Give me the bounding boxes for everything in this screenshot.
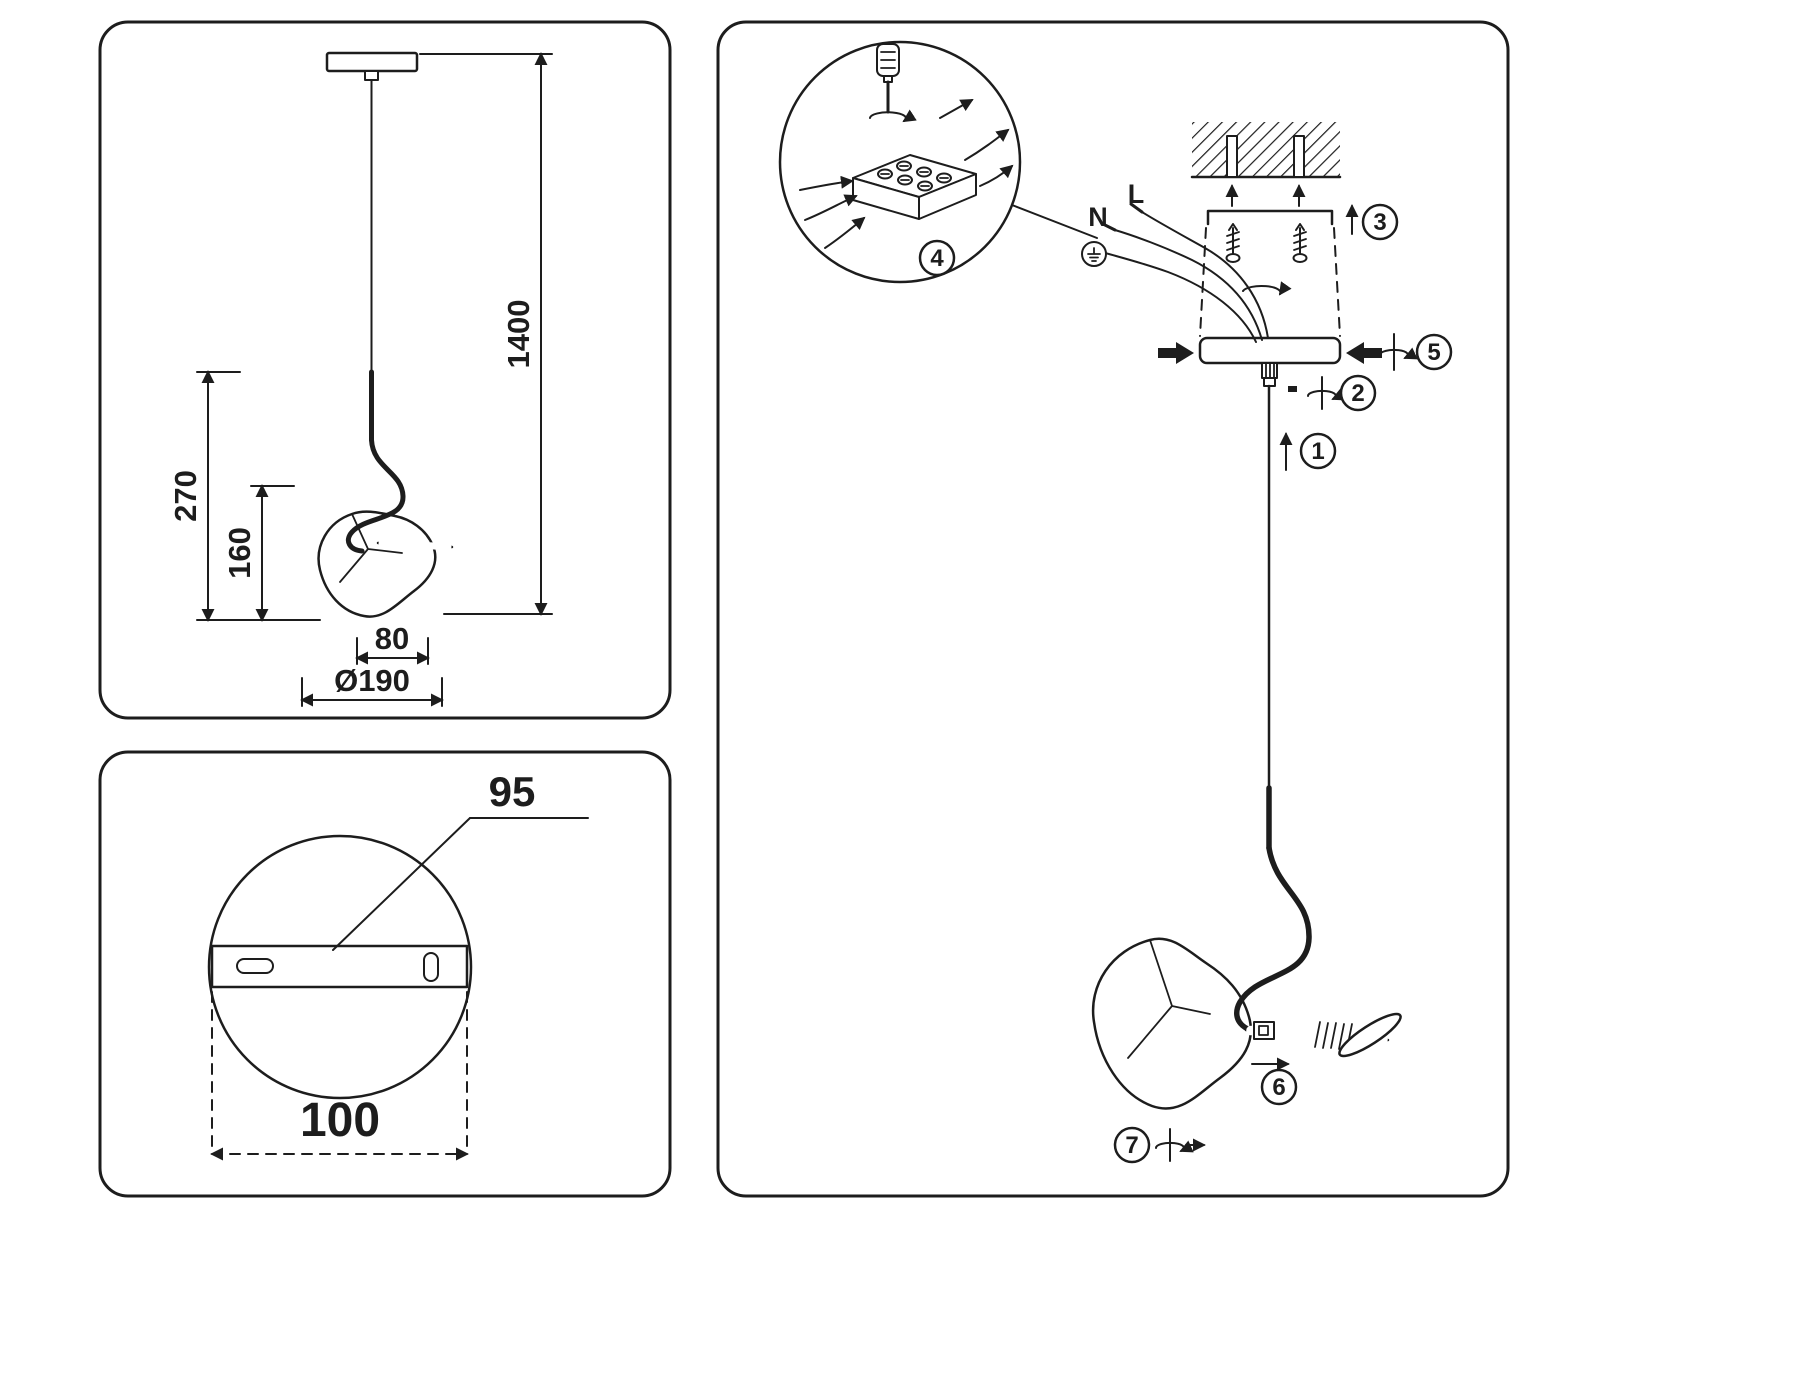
ground-icon — [1081, 241, 1107, 267]
wiring-detail-callout: 4 — [778, 40, 1098, 284]
step-4-number: 4 — [930, 245, 944, 272]
wall-plug-right — [1293, 135, 1305, 178]
panel-border — [716, 20, 1510, 1198]
mount-bracket — [1206, 209, 1334, 263]
screw-left — [1225, 223, 1241, 263]
terminal-wires — [799, 99, 1014, 249]
step-3-marker: 3 — [1345, 203, 1399, 241]
dim-shade-diameter-label: Ø190 — [334, 663, 410, 698]
dimension-1400: 1400 — [419, 52, 553, 616]
step-3-number: 3 — [1373, 209, 1386, 236]
slot-vertical — [423, 952, 439, 982]
canopy-stem — [364, 70, 379, 81]
rotation-arrow-icon — [1379, 347, 1418, 360]
slot-horizontal — [236, 958, 274, 974]
pendant-drawing — [317, 51, 454, 618]
end-disc — [1338, 1012, 1402, 1058]
canopy-assembly — [1158, 227, 1382, 392]
wire-neutral-label: N — [1088, 202, 1108, 232]
pendant-lower-assembly — [1091, 785, 1402, 1110]
wire-end-live — [1129, 202, 1144, 214]
insertion-arrow-left — [1158, 342, 1194, 364]
rock-facet-lines — [1127, 939, 1211, 1059]
wire-end-neutral — [1101, 222, 1117, 232]
dimension-95: 95 — [332, 768, 589, 951]
rock-shade — [1091, 937, 1253, 1110]
ceiling-cup — [1198, 336, 1342, 365]
set-screw — [1288, 386, 1297, 392]
tube-thread — [1314, 1021, 1353, 1050]
cord-grip — [1261, 362, 1278, 387]
ceiling-hatch — [1192, 122, 1340, 177]
step-6-marker: 6 — [1251, 1057, 1298, 1106]
dim-total-drop-label: 1400 — [501, 300, 536, 369]
dimension-100: 100 — [210, 991, 469, 1161]
rotation-arrow-icon — [1307, 388, 1346, 401]
tube-connector — [1253, 1021, 1275, 1040]
panel-border — [98, 20, 672, 720]
dimension-panel: 1400 270 160 80 Ø190 — [98, 20, 672, 720]
dim-stem-height-label: 270 — [168, 470, 203, 522]
wall-plug-left — [1226, 135, 1238, 178]
step-2-marker: 2 — [1307, 374, 1377, 412]
screw-right — [1292, 223, 1308, 263]
step-4-badge: 4 — [918, 239, 956, 277]
step-7-number: 7 — [1125, 1132, 1138, 1159]
step-7-marker: 7 — [1113, 1126, 1206, 1164]
callout-circle — [778, 40, 1022, 284]
rotation-arrow-icon — [1155, 1140, 1194, 1153]
mount-plate-panel: 95 100 — [98, 750, 672, 1198]
dimension-160: 160 — [222, 484, 295, 622]
step-1-number: 1 — [1311, 438, 1324, 465]
dimension-190: Ø190 — [300, 663, 444, 707]
wire-neutral — [1114, 229, 1263, 341]
dim-canopy-width-label: 100 — [300, 1094, 380, 1147]
dimension-80: 80 — [355, 621, 430, 665]
mains-wires: L N — [1081, 179, 1269, 343]
dim-shade-height-label: 160 — [222, 527, 257, 579]
bracket-bar — [1206, 209, 1334, 226]
wire-ground — [1101, 251, 1257, 343]
rock-facet-lines — [339, 513, 403, 583]
terminal-screws — [877, 160, 952, 192]
rotation-arrow-icon — [1242, 281, 1292, 296]
screwdriver-icon — [869, 43, 917, 123]
rock-shade — [317, 510, 437, 618]
wire-live-label: L — [1128, 179, 1145, 209]
dim-hole-spacing-label: 95 — [489, 768, 536, 815]
step-5-number: 5 — [1427, 339, 1440, 366]
spiral-arm — [1234, 845, 1312, 1034]
step-2-number: 2 — [1351, 380, 1364, 407]
ceiling — [1190, 122, 1342, 207]
dim-shade-width-label: 80 — [375, 621, 409, 656]
dimension-270: 270 — [168, 370, 321, 622]
mount-plate-drawing — [207, 834, 473, 1100]
canopy-disc — [207, 834, 473, 1100]
callout-leader-line — [1011, 204, 1098, 239]
step-1-marker: 1 — [1279, 432, 1337, 471]
light-tube-body — [378, 539, 452, 551]
ceiling-canopy — [325, 51, 419, 73]
connector-detail — [1258, 1025, 1269, 1036]
wire-live — [1141, 211, 1269, 339]
insertion-arrow-right — [1346, 342, 1382, 364]
installation-panel: 4 — [716, 20, 1510, 1198]
step-6-number: 6 — [1272, 1074, 1285, 1101]
terminal-block — [799, 99, 1014, 249]
step-5-marker: 5 — [1379, 333, 1453, 371]
